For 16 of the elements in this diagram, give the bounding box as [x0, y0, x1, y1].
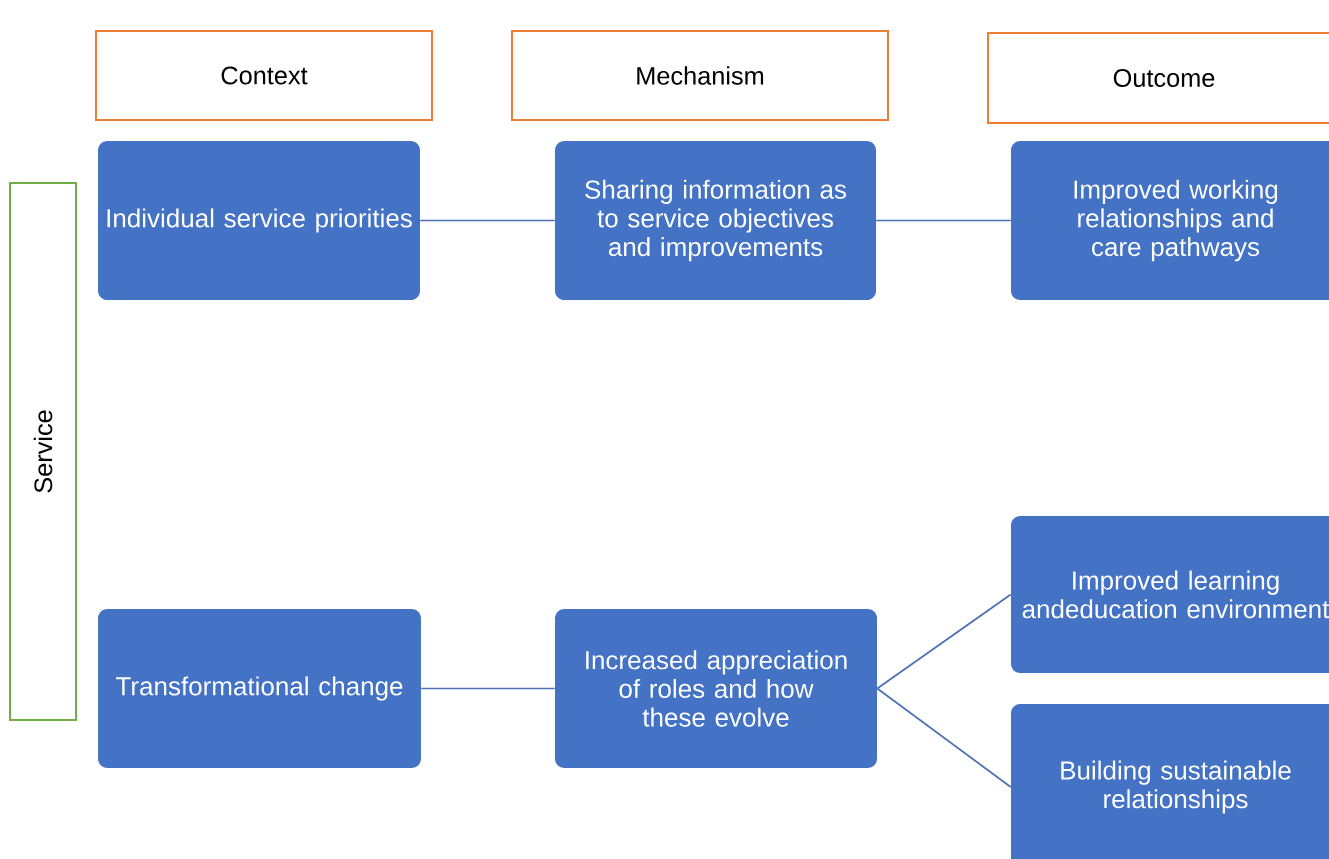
- connector-line: [420, 687, 556, 690]
- process-box: Individual service priorities: [98, 141, 420, 300]
- connector-line: [875, 219, 1012, 222]
- process-box: Improved learning andeducation environment: [1010, 515, 1329, 674]
- process-box: Increased appreciation of roles and how these evolve: [555, 609, 877, 768]
- header-box: Mechanism: [511, 29, 889, 122]
- process-box: Sharing information as to service objectives and improvements: [554, 141, 877, 300]
- connector-line: [876, 593, 1012, 690]
- process-box: Building sustainable relationships: [1010, 704, 1329, 859]
- connector-line: [419, 219, 556, 222]
- category-box: Service: [9, 181, 77, 722]
- header-box: Context: [95, 29, 433, 122]
- process-box: Improved working relationships and care pathways: [1010, 141, 1329, 300]
- connector-line: [876, 687, 1012, 788]
- header-box: Outcome: [987, 32, 1329, 124]
- process-box: Transformational change: [98, 609, 421, 768]
